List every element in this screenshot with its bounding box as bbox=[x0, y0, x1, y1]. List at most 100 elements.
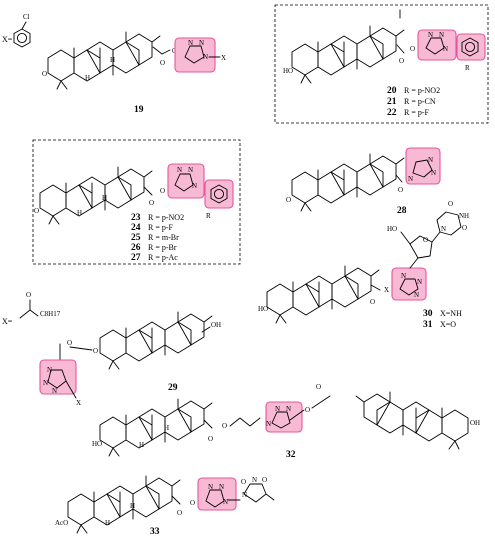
svg-text:N: N bbox=[219, 483, 224, 491]
svg-text:O: O bbox=[448, 200, 453, 208]
compounds-30-31: HO O X N N N O HO N NH O O 30 X=NH 31 X=… bbox=[258, 200, 469, 330]
svg-text:O: O bbox=[222, 422, 227, 430]
svg-text:R = p-F: R = p-F bbox=[404, 108, 430, 117]
svg-text:O: O bbox=[262, 476, 267, 484]
svg-text:H: H bbox=[164, 424, 169, 432]
triazole-highlight-20 bbox=[417, 29, 457, 61]
svg-text:N: N bbox=[431, 169, 436, 177]
svg-text:N: N bbox=[441, 225, 446, 233]
compound-number-27: 27 bbox=[131, 253, 141, 263]
svg-text:R: R bbox=[206, 212, 211, 220]
svg-text:O: O bbox=[410, 45, 415, 53]
svg-text:H: H bbox=[139, 441, 144, 449]
svg-text:OH: OH bbox=[470, 419, 480, 427]
svg-text:N: N bbox=[52, 387, 57, 395]
svg-text:HO: HO bbox=[258, 305, 268, 313]
legend-23-27: 23 R = p-NO2 24 R = p-F 25 R = m-Br 26 R… bbox=[131, 213, 184, 263]
svg-text:O: O bbox=[398, 186, 403, 194]
svg-text:N: N bbox=[43, 379, 48, 387]
svg-text:X=O: X=O bbox=[440, 320, 456, 329]
svg-text:R = p-F: R = p-F bbox=[148, 223, 174, 232]
svg-text:X: X bbox=[384, 286, 389, 294]
stereo-labels: H H H H H H H H bbox=[77, 56, 169, 527]
svg-text:N: N bbox=[414, 291, 419, 299]
svg-text:R = p-NO2: R = p-NO2 bbox=[404, 86, 440, 95]
svg-text:C8H17: C8H17 bbox=[40, 310, 61, 318]
svg-text:O: O bbox=[93, 347, 98, 355]
svg-text:N: N bbox=[199, 39, 204, 47]
svg-text:O: O bbox=[423, 236, 428, 244]
svg-text:O: O bbox=[42, 70, 47, 78]
svg-text:H: H bbox=[102, 194, 107, 202]
svg-text:H: H bbox=[130, 502, 135, 510]
svg-text:O: O bbox=[160, 187, 165, 195]
svg-text:X: X bbox=[76, 399, 81, 407]
svg-text:O: O bbox=[286, 196, 291, 204]
svg-text:R: R bbox=[465, 64, 470, 72]
svg-text:N: N bbox=[188, 166, 193, 174]
compound-number-29: 29 bbox=[168, 383, 178, 393]
svg-text:N: N bbox=[188, 39, 193, 47]
svg-text:H: H bbox=[85, 74, 90, 82]
triazole-highlight-29 bbox=[39, 359, 77, 395]
compound-32: HO O O N N N O O OH 32 bbox=[92, 383, 480, 460]
svg-text:HO: HO bbox=[92, 440, 102, 448]
svg-text:N: N bbox=[417, 278, 422, 286]
x-label-19: X= bbox=[2, 35, 13, 44]
svg-text:HO: HO bbox=[283, 67, 293, 75]
svg-text:AcO: AcO bbox=[55, 519, 68, 527]
chloro-label: Cl bbox=[23, 13, 30, 21]
phenyl-highlight-20 bbox=[456, 33, 486, 61]
svg-text:O: O bbox=[160, 59, 165, 67]
compound-number-26: 26 bbox=[131, 243, 141, 253]
svg-text:N: N bbox=[47, 366, 52, 374]
compound-28: O O N N N 28 bbox=[286, 147, 441, 216]
compound-number-32: 32 bbox=[286, 450, 296, 460]
svg-text:N: N bbox=[252, 476, 257, 484]
svg-text:N: N bbox=[208, 483, 213, 491]
dashed-box-20-22 bbox=[274, 4, 489, 124]
svg-text:H: H bbox=[77, 209, 82, 217]
triazole-highlight-30 bbox=[391, 267, 427, 301]
svg-text:H: H bbox=[110, 56, 115, 64]
svg-text:O: O bbox=[149, 199, 154, 207]
svg-text:X: X bbox=[221, 54, 226, 62]
svg-text:O: O bbox=[305, 406, 310, 414]
x-label-29: X= bbox=[2, 317, 13, 326]
svg-text:O: O bbox=[26, 291, 31, 299]
svg-text:R = p-Br: R = p-Br bbox=[148, 243, 177, 252]
svg-text:O: O bbox=[462, 224, 467, 232]
svg-text:O: O bbox=[34, 207, 39, 215]
phenyl-highlight-23 bbox=[204, 179, 234, 209]
svg-text:N: N bbox=[286, 405, 291, 413]
svg-text:N: N bbox=[192, 182, 197, 190]
svg-text:R = m-Br: R = m-Br bbox=[148, 233, 179, 242]
compound-number-23: 23 bbox=[131, 213, 141, 223]
compound-number-20: 20 bbox=[387, 86, 397, 96]
svg-text:O: O bbox=[208, 435, 213, 443]
svg-text:N: N bbox=[223, 498, 228, 506]
dashed-box-23-27 bbox=[32, 139, 241, 265]
svg-text:R = p-Ac: R = p-Ac bbox=[148, 253, 178, 262]
svg-text:R = p-CN: R = p-CN bbox=[404, 97, 436, 106]
svg-text:N: N bbox=[401, 272, 406, 280]
svg-text:N: N bbox=[203, 53, 208, 61]
compounds-23-27: O O O N N N R 23 R = p-NO2 24 R = p-F 25… bbox=[32, 139, 241, 265]
svg-text:O: O bbox=[190, 499, 195, 507]
triazole-highlight-32 bbox=[265, 401, 303, 433]
compound-number-33: 33 bbox=[150, 527, 160, 537]
triazole-highlight-19 bbox=[174, 37, 216, 73]
svg-text:NH: NH bbox=[459, 212, 469, 220]
svg-text:N: N bbox=[177, 166, 182, 174]
compound-number-25: 25 bbox=[131, 233, 141, 243]
svg-text:N: N bbox=[428, 31, 433, 39]
compound-number-28: 28 bbox=[397, 206, 407, 216]
triazole-highlight-23 bbox=[167, 163, 205, 199]
svg-text:N: N bbox=[266, 420, 271, 428]
svg-text:H: H bbox=[105, 519, 110, 527]
svg-text:N: N bbox=[428, 156, 433, 164]
compound-number-31: 31 bbox=[423, 320, 433, 330]
svg-text:R = p-NO2: R = p-NO2 bbox=[148, 213, 184, 222]
